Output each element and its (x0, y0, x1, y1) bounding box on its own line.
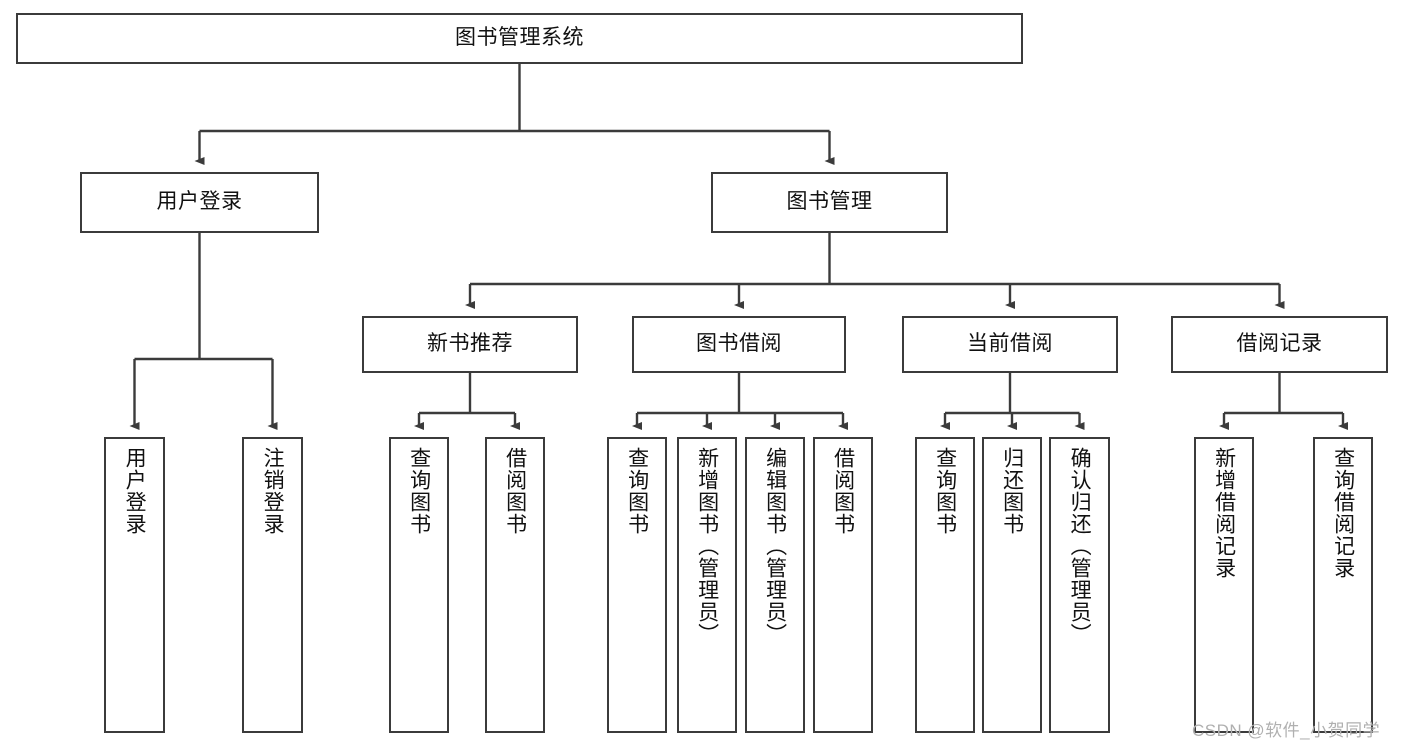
node-root[interactable]: 图书管理系统 (16, 13, 1023, 64)
leaf-user-logout-label: 注销登录 (261, 447, 285, 535)
leaf-add-book[interactable]: 新增图书（管理员） (677, 437, 737, 733)
node-new-book-recommend-label: 新书推荐 (427, 332, 513, 356)
leaf-user-logout[interactable]: 注销登录 (242, 437, 303, 733)
node-user-login-label: 用户登录 (156, 190, 243, 214)
leaf-query-book-1-label: 查询图书 (407, 447, 431, 535)
node-user-login[interactable]: 用户登录 (80, 172, 319, 233)
leaf-query-book-1[interactable]: 查询图书 (389, 437, 449, 733)
leaf-query-book-2[interactable]: 查询图书 (607, 437, 667, 733)
leaf-borrow-book-1-label: 借阅图书 (503, 447, 527, 535)
node-book-borrow[interactable]: 图书借阅 (632, 316, 846, 373)
leaf-query-book-3-label: 查询图书 (933, 447, 957, 535)
leaf-query-borrow-record[interactable]: 查询借阅记录 (1313, 437, 1373, 733)
leaf-return-book-label: 归还图书 (1000, 447, 1024, 535)
leaf-return-book[interactable]: 归还图书 (982, 437, 1042, 733)
leaf-query-book-2-label: 查询图书 (625, 447, 649, 535)
leaf-borrow-book-1[interactable]: 借阅图书 (485, 437, 545, 733)
leaf-edit-book[interactable]: 编辑图书（管理员） (745, 437, 805, 733)
node-book-manage-label: 图书管理 (786, 190, 873, 214)
leaf-borrow-book-2-label: 借阅图书 (831, 447, 855, 535)
leaf-user-login[interactable]: 用户登录 (104, 437, 165, 733)
leaf-add-borrow-record-label: 新增借阅记录 (1212, 447, 1236, 579)
node-current-borrow[interactable]: 当前借阅 (902, 316, 1118, 373)
leaf-borrow-book-2[interactable]: 借阅图书 (813, 437, 873, 733)
node-new-book-recommend[interactable]: 新书推荐 (362, 316, 578, 373)
node-root-label: 图书管理系统 (455, 26, 584, 50)
node-book-manage[interactable]: 图书管理 (711, 172, 948, 233)
leaf-query-borrow-record-label: 查询借阅记录 (1331, 447, 1355, 579)
leaf-add-book-label: 新增图书（管理员） (695, 447, 719, 645)
leaf-edit-book-label: 编辑图书（管理员） (763, 447, 787, 645)
leaf-confirm-return-label: 确认归还（管理员） (1068, 447, 1092, 645)
node-current-borrow-label: 当前借阅 (967, 332, 1053, 356)
leaf-confirm-return[interactable]: 确认归还（管理员） (1049, 437, 1110, 733)
node-borrow-record-label: 借阅记录 (1236, 332, 1323, 356)
leaf-query-book-3[interactable]: 查询图书 (915, 437, 975, 733)
node-borrow-record[interactable]: 借阅记录 (1171, 316, 1388, 373)
csdn-watermark: CSDN @软件_小贺同学 (1192, 721, 1381, 740)
leaf-add-borrow-record[interactable]: 新增借阅记录 (1194, 437, 1254, 733)
node-book-borrow-label: 图书借阅 (696, 332, 782, 356)
leaf-user-login-label: 用户登录 (123, 447, 147, 535)
